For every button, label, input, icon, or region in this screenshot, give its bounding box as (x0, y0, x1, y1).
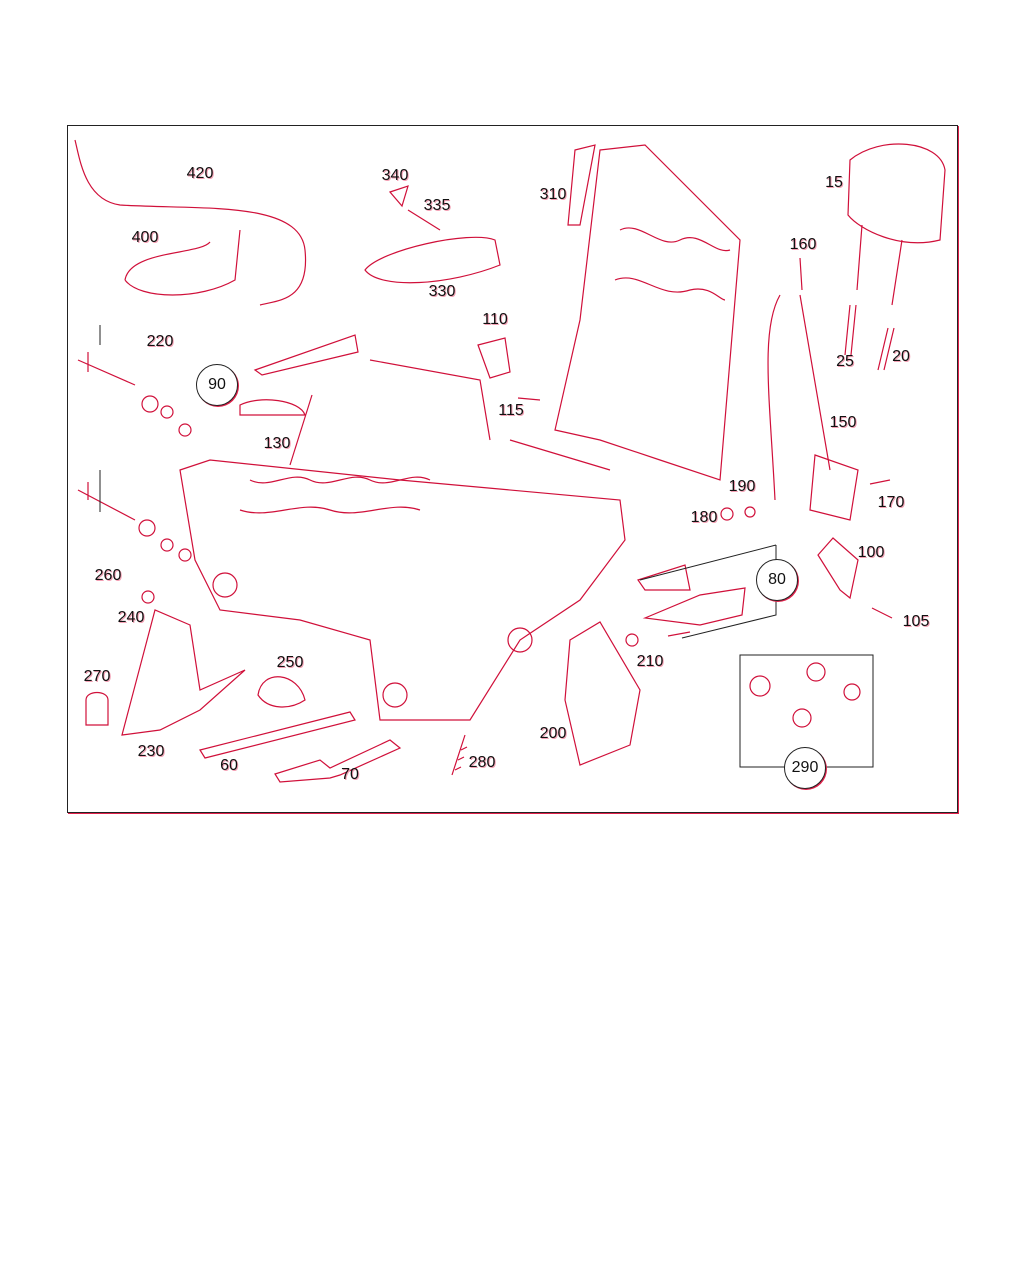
part-label-105: 105 (902, 613, 930, 630)
harness-310 (567, 144, 596, 226)
part-label-270: 270 (83, 668, 111, 685)
part-label-130: 130 (263, 435, 291, 452)
part-label-260: 260 (94, 567, 122, 584)
cover-80 (637, 564, 746, 626)
cable-400 (124, 229, 241, 296)
part-label-330: 330 (428, 283, 456, 300)
lever-60 (199, 711, 356, 759)
cable-420 (74, 139, 307, 306)
bolt-set-220 (77, 352, 136, 386)
headrest-15 (847, 143, 946, 244)
part-label-180: 180 (690, 509, 718, 526)
bolt-set-260 (77, 482, 136, 521)
armrest-330 (364, 236, 501, 284)
part-label-20: 20 (892, 348, 910, 365)
part-label-115: 115 (498, 402, 524, 419)
part-label-15: 15 (825, 174, 843, 191)
part-label-170: 170 (877, 494, 905, 511)
washer-210 (625, 633, 639, 647)
part-label-400: 400 (131, 229, 159, 246)
part-label-230: 230 (137, 743, 165, 760)
bracket-230 (121, 609, 246, 736)
rod-130 (289, 394, 313, 466)
buckle-100 (817, 537, 859, 600)
bolt-115 (517, 397, 541, 401)
group-label-80: 80 (756, 559, 798, 601)
part-label-420: 420 (186, 165, 214, 182)
part-label-110: 110 (482, 311, 508, 328)
part-label-160: 160 (789, 236, 817, 253)
part-label-280: 280 (468, 754, 496, 771)
buckle-110 (477, 337, 511, 379)
gasket-250 (257, 676, 306, 708)
part-label-200: 200 (539, 725, 567, 742)
guide-20 (877, 327, 895, 371)
part-label-250: 250 (276, 654, 304, 671)
washer-190 (744, 506, 756, 518)
nut-180 (720, 507, 734, 521)
seat-frame (179, 459, 626, 721)
part-label-335: 335 (423, 197, 451, 214)
part-label-150: 150 (829, 414, 857, 431)
part-label-190: 190 (728, 478, 756, 495)
bolt-160 (799, 257, 803, 291)
guide-25 (844, 304, 857, 356)
part-label-100: 100 (857, 544, 885, 561)
backrest-frame (554, 144, 741, 481)
bolt-80 (667, 631, 691, 637)
part-label-70: 70 (341, 766, 359, 783)
part-label-210: 210 (636, 653, 664, 670)
group-label-90: 90 (196, 364, 238, 406)
part-label-340: 340 (381, 167, 409, 184)
bolt-105 (871, 607, 893, 619)
part-label-240: 240 (117, 609, 145, 626)
diagram-frame (67, 125, 958, 813)
part-label-220: 220 (146, 333, 174, 350)
cover-270 (85, 691, 109, 726)
strut-70 (274, 739, 402, 783)
washer-240 (141, 590, 155, 604)
part-label-60: 60 (220, 757, 238, 774)
spring-280 (451, 734, 468, 776)
bracket-200 (564, 621, 641, 766)
screw-335 (407, 209, 441, 231)
group-label-290: 290 (784, 747, 826, 789)
bolt-170 (869, 479, 891, 485)
part-label-25: 25 (836, 353, 854, 370)
cap-340 (388, 185, 409, 208)
cover-90 (253, 334, 359, 376)
belt-150 (767, 294, 831, 501)
part-label-310: 310 (539, 186, 567, 203)
